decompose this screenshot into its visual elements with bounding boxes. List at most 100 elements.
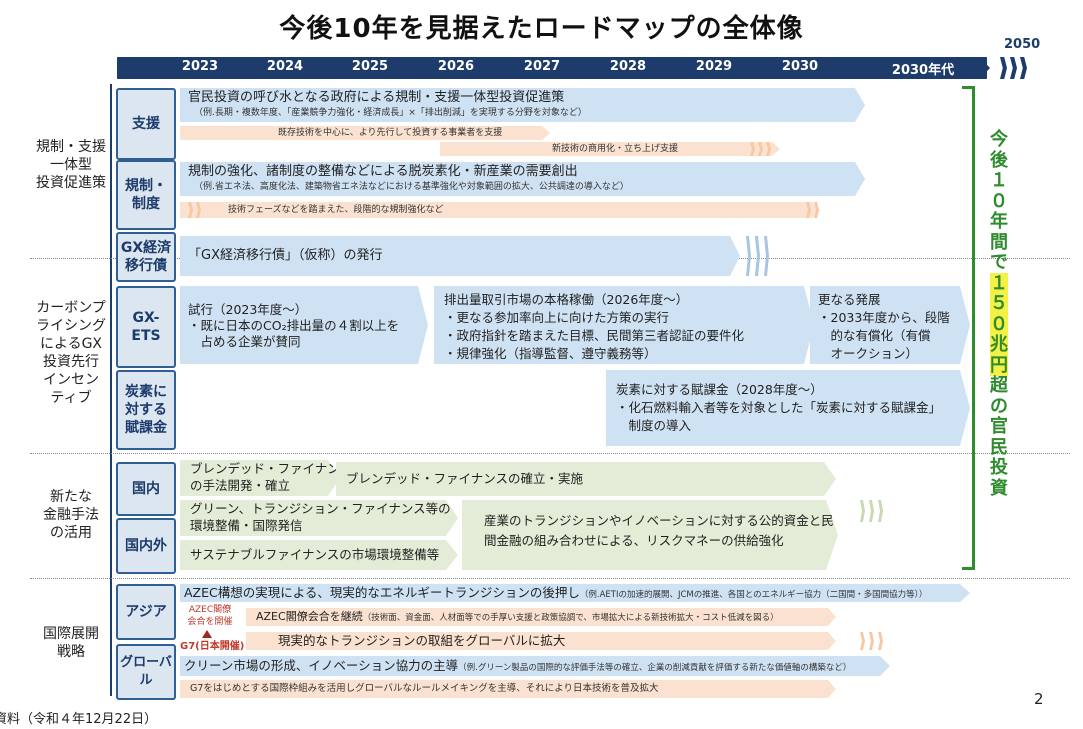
- year-2028: 2028: [609, 59, 647, 74]
- regulation-note: （例.省エネ法、高度化法、建築物省エネ法などにおける基準強化や対象範囲の拡大、公…: [194, 182, 629, 192]
- support-main-text: 官民投資の呼び水となる政府による規制・支援一体型投資促進策: [188, 90, 565, 105]
- right-bracket: [962, 86, 975, 570]
- blend-dev-line1: ブレンデッド・ファイナンス: [190, 461, 353, 476]
- chevron-icon: [860, 632, 865, 650]
- gx-bond-arrow: [180, 236, 740, 276]
- sub-regulation: 規制・ 制度: [116, 160, 176, 230]
- public-private-line2: 間金融の組み合わせによる、リスクマネーの供給強化: [484, 533, 784, 548]
- sub-gx-ets: GX-ETS: [116, 286, 176, 368]
- regulation-sub-arrow: [180, 202, 820, 218]
- sub-asia: アジア: [116, 584, 176, 640]
- support-sub2-text: 新技術の商用化・立ち上げ支援: [552, 144, 679, 154]
- ets-trial-line2: ・既に日本のCO₂排出量の４割以上を: [188, 318, 400, 333]
- chevron-icon: [196, 202, 201, 218]
- page-number: 2: [1034, 690, 1044, 708]
- azec-continue-text: AZEC閣僚会合を継続（技術面、資金面、人材面等での手厚い支援と政策協調で、市場…: [256, 610, 779, 623]
- azec-continue-arrow: [246, 608, 836, 626]
- green-finance-line1: グリーン、トランジション・ファイナンス等の: [190, 501, 451, 516]
- ets-develop-line3: 的な有償化（有償: [818, 328, 931, 343]
- sub-gx-bond: GX経済 移行債: [116, 232, 176, 282]
- ets-trial-line3: 占める企業が賛同: [188, 334, 301, 349]
- sub-domestic: 国内: [116, 462, 176, 516]
- ets-trial-line1: 試行（2023年度～）: [188, 302, 308, 317]
- global-realistic-text: 現実的なトランジションの取組をグローバルに拡大: [278, 633, 566, 648]
- ets-full-line2: ・更なる参加率向上に向けた方策の実行: [444, 310, 670, 325]
- support-note: （例.長期・複数年度、「産業競争力強化・経済成長」×「排出削減」を実現する分野を…: [194, 108, 587, 118]
- sustainable-text: サステナブルファイナンスの市場環境整備等: [190, 547, 440, 562]
- sustainable-arrow: [180, 540, 458, 570]
- sub-support: 支援: [116, 88, 176, 160]
- chevron-icon: [764, 236, 769, 276]
- year-2030: 2030: [781, 59, 819, 74]
- ets-full-line4: ・規律強化（指導監督、遵守義務等）: [444, 346, 657, 361]
- page-title: 今後10年を見据えたロードマップの全体像: [279, 14, 804, 44]
- regulation-sub-text: 技術フェーズなどを踏まえた、段階的な規制強化など: [228, 205, 444, 215]
- year-2024: 2024: [266, 59, 304, 74]
- ets-develop-arrow: [810, 286, 970, 364]
- blend-dev-line2: の手法開発・確立: [190, 478, 291, 493]
- ets-full-arrow: [434, 286, 814, 364]
- year-2029: 2029: [695, 59, 733, 74]
- clean-market-text: クリーン市場の形成、イノベーション協力の主導（例.グリーン製品の国際的な評価手法…: [184, 658, 852, 673]
- ets-develop-line4: オークション）: [818, 346, 919, 361]
- azec-meeting-label: AZEC閣僚 会合を開催: [187, 605, 233, 627]
- chevron-icon: [766, 142, 771, 156]
- g7-rules-arrow: [180, 680, 836, 698]
- ets-trial-arrow: [180, 286, 428, 364]
- support-sub1-text: 既存技術を中心に、より先行して投資する事業者を支援: [278, 128, 503, 138]
- g7-rules-text: G7をはじめとする国際枠組みを活用しグローバルなルールメイキングを主導、それによ…: [190, 683, 659, 694]
- timeline-bar-decade: [860, 57, 990, 79]
- ets-full-line3: ・政府指針を踏まえた目標、民間第三者認証の要件化: [444, 328, 745, 343]
- category-carbon-pricing: カーボンプ ライシング によるGX 投資先行 インセン ティブ: [36, 300, 106, 406]
- chevron-icon: [878, 632, 883, 650]
- sub-global: グローバル: [116, 644, 176, 700]
- chevron-icon: [750, 142, 755, 156]
- chevron-icon: [860, 500, 865, 522]
- chevron-icon: [758, 142, 763, 156]
- carbon-levy-line1: 炭素に対する賦課金（2028年度～）: [616, 382, 823, 397]
- year-2030s: 2030年代: [891, 63, 955, 78]
- clean-market-arrow: [180, 656, 890, 676]
- timeline-end-chevrons: [1000, 57, 1040, 79]
- year-2026: 2026: [437, 59, 475, 74]
- section-separator: [30, 453, 1070, 454]
- chevron-icon: [806, 202, 811, 218]
- public-private-arrow: [462, 500, 838, 570]
- public-private-line1: 産業のトランジションやイノベーションに対する公的資金と民: [484, 513, 834, 528]
- chevron-icon: [869, 500, 874, 522]
- azec-main-text: AZEC構想の実現による、現実的なエネルギートランジションの後押し（例.AETI…: [184, 585, 928, 600]
- g7-label: G7(日本開催): [180, 641, 245, 652]
- chevron-icon: [814, 202, 819, 218]
- gx-bond-text: 「GX経済移行債」（仮称）の発行: [188, 248, 383, 263]
- footer-source: 資料（令和４年12月22日）: [0, 712, 158, 727]
- chevron-icon: [755, 236, 760, 276]
- chevron-icon: [188, 202, 193, 218]
- blend-dev-arrow: [180, 460, 340, 496]
- chevron-icon: [878, 500, 883, 522]
- green-finance-line2: 環境整備・国際発信: [190, 518, 303, 533]
- support-main-arrow: [180, 88, 865, 122]
- year-2050-label: 2050: [1004, 37, 1041, 52]
- year-2023: 2023: [181, 59, 219, 74]
- ets-full-line1: 排出量取引市場の本格稼働（2026年度～）: [444, 292, 689, 307]
- support-sub1-arrow: [180, 126, 550, 140]
- azec-main-arrow: [180, 584, 970, 602]
- ets-develop-line2: ・2033年度から、段階: [818, 310, 950, 325]
- g7-marker-icon: [202, 630, 212, 638]
- blend-establish-text: ブレンデッド・ファイナンスの確立・実施: [346, 471, 584, 486]
- carbon-levy-arrow: [606, 370, 970, 446]
- category-international: 国際展開 戦略: [43, 626, 99, 660]
- carbon-levy-line2: ・化石燃料輸入者等を対象とした「炭素に対する賦課金」: [616, 400, 942, 415]
- investment-side-text: 今後１０年間で１５０兆円超の官民投資: [990, 129, 1008, 499]
- section-separator: [30, 578, 1070, 579]
- ets-develop-line1: 更なる発展: [818, 292, 881, 307]
- sub-carbon-levy: 炭素に 対する 賦課金: [116, 370, 176, 450]
- year-2025: 2025: [351, 59, 389, 74]
- regulation-main-text: 規制の強化、諸制度の整備などによる脱炭素化・新産業の需要創出: [188, 164, 578, 179]
- blend-establish-arrow: [336, 462, 836, 496]
- chevron-icon: [746, 236, 751, 276]
- regulation-main-arrow: [180, 162, 865, 196]
- global-realistic-arrow: [246, 632, 836, 650]
- left-divider: [110, 84, 112, 696]
- support-sub2-arrow: [440, 142, 780, 156]
